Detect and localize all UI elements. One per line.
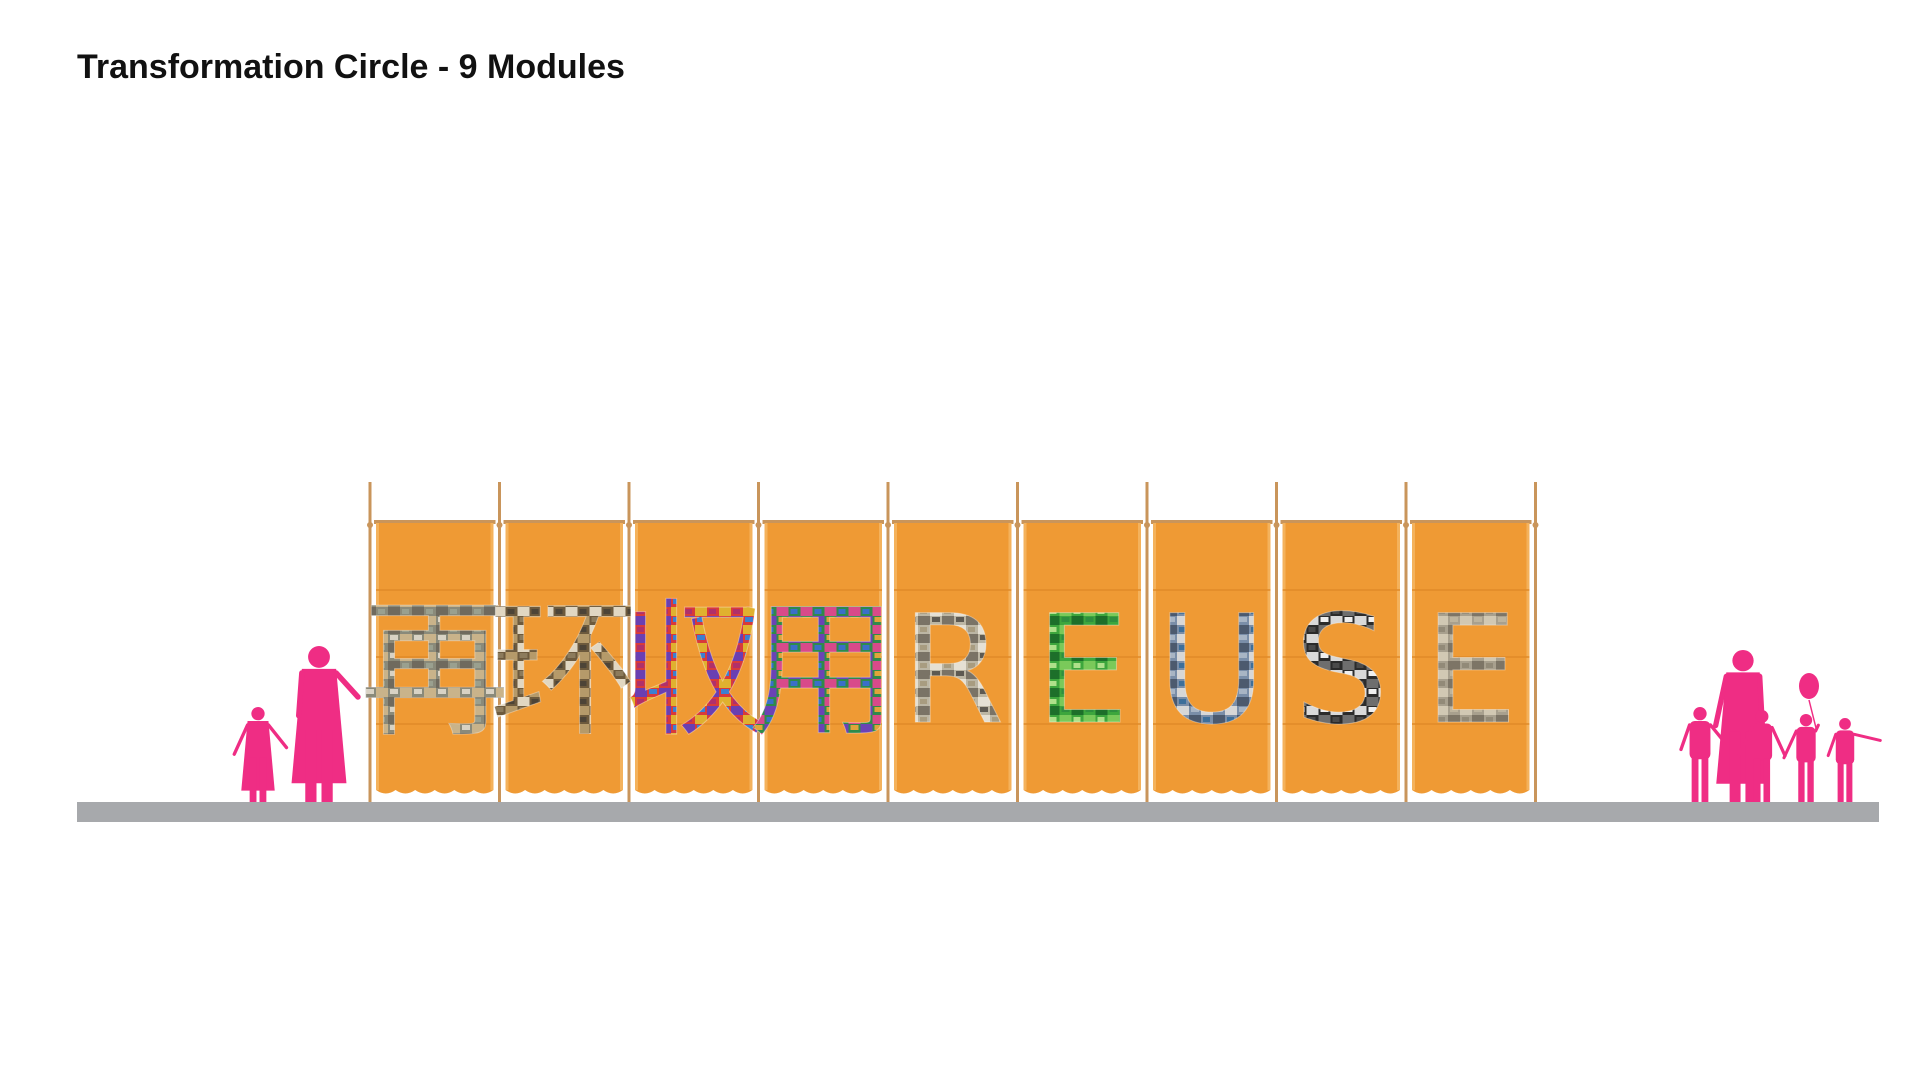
banner-module: 环 — [489, 520, 640, 794]
pole-joint — [885, 522, 891, 528]
banner-module: 再 — [359, 520, 510, 794]
module-glyph: 用 — [748, 584, 898, 758]
banner-rod — [503, 520, 625, 524]
banner-module: R — [892, 520, 1014, 794]
pole-joint — [755, 522, 762, 528]
module-glyph: U — [1157, 584, 1267, 758]
support-pole — [1145, 482, 1149, 802]
banner-module: E — [1410, 520, 1532, 794]
module-glyph: 再 — [360, 584, 510, 758]
child-silhouette — [1782, 714, 1820, 802]
banner-module: U — [1151, 520, 1273, 794]
support-pole — [368, 482, 372, 802]
people-group-left — [232, 646, 361, 802]
pole-joint — [1014, 522, 1021, 528]
banner-rod — [762, 520, 884, 524]
ground-line — [77, 802, 1879, 822]
banner-module: 収 — [618, 520, 769, 794]
banner-module: E — [1021, 520, 1143, 794]
pole-joint — [1273, 522, 1280, 528]
banner-rod — [633, 520, 755, 524]
module-glyph: R — [901, 584, 1005, 758]
pole-joint — [1403, 522, 1409, 528]
banner-rod — [1280, 520, 1402, 524]
module-glyph: E — [1035, 584, 1130, 758]
banner-module: S — [1280, 520, 1402, 794]
pole-joint — [367, 522, 373, 528]
support-pole — [1275, 482, 1278, 802]
support-pole — [886, 482, 890, 802]
banner-rod — [1021, 520, 1143, 524]
page-title: Transformation Circle - 9 Modules — [77, 48, 625, 86]
support-pole — [1404, 482, 1408, 802]
banner-rod — [1151, 520, 1273, 524]
child-silhouette — [232, 707, 289, 802]
support-pole — [498, 482, 501, 802]
support-pole — [1016, 482, 1019, 802]
module-glyph: S — [1294, 584, 1389, 758]
module-glyph: 环 — [489, 584, 639, 758]
pole-joint — [626, 522, 632, 528]
child-silhouette — [1737, 710, 1787, 802]
balloon — [1799, 673, 1819, 729]
child-silhouette — [1826, 718, 1882, 802]
pole-joint — [496, 522, 503, 528]
banner-rod — [1410, 520, 1532, 524]
pole-joint — [1144, 522, 1150, 528]
module-glyph: 収 — [619, 584, 769, 758]
support-pole — [757, 482, 760, 802]
banner-module: 用 — [748, 520, 899, 794]
adult-silhouette — [291, 646, 361, 802]
people-group-right — [1679, 650, 1882, 802]
banner-rod — [892, 520, 1014, 524]
pole-joint — [1532, 522, 1539, 528]
child-silhouette — [1679, 707, 1729, 802]
banner-rod — [374, 520, 496, 524]
support-pole — [627, 482, 631, 802]
support-pole — [1534, 482, 1537, 802]
module-glyph: E — [1423, 584, 1518, 758]
